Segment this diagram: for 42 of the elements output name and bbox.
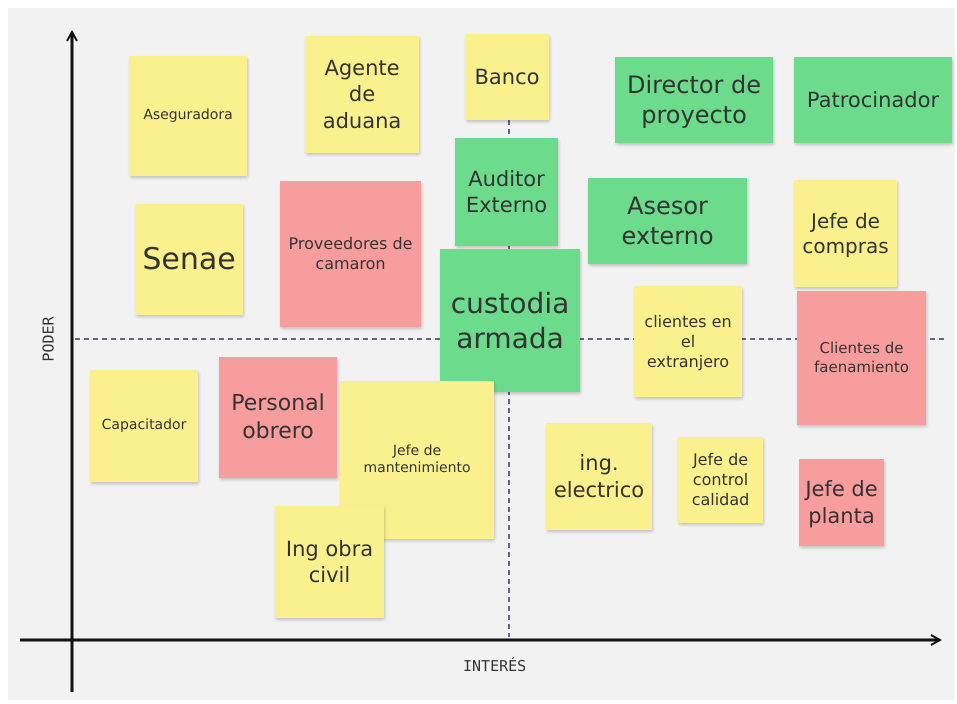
note-text: Capacitador <box>102 417 186 435</box>
note-text: Clientes de faenamiento <box>813 339 910 377</box>
note-text: Senae <box>142 240 236 278</box>
sticky-note <box>799 459 884 546</box>
sticky-note <box>340 381 494 539</box>
note-text: Personal obrero <box>230 390 326 445</box>
sticky-note <box>794 180 897 287</box>
sticky-note <box>794 57 952 143</box>
note-text: Jefe de control calidad <box>690 450 750 510</box>
sticky-note <box>615 57 773 143</box>
sticky-note <box>588 178 747 264</box>
sticky-note <box>634 286 742 397</box>
note-text: Director de proyecto <box>626 70 762 130</box>
sticky-note <box>465 34 549 120</box>
sticky-note <box>219 357 337 478</box>
sticky-note <box>440 249 580 392</box>
sticky-note <box>305 36 419 153</box>
note-text: Patrocinador <box>806 86 940 114</box>
note-text: Ing obra civil <box>284 536 374 588</box>
sticky-note <box>275 506 384 618</box>
note-text: Aseguradora <box>143 107 233 125</box>
note-text: Proveedores de camaron <box>288 234 414 274</box>
sticky-note <box>90 370 198 482</box>
note-text: Asesor externo <box>620 191 715 251</box>
sticky-note <box>129 56 247 176</box>
note-text: clientes en el extranjero <box>643 312 733 372</box>
sticky-note <box>546 423 652 530</box>
axis-label: PODER <box>40 316 58 362</box>
note-text: Jefe de compras <box>801 208 890 258</box>
note-text: Auditor Externo <box>464 166 548 218</box>
note-text: ing. electrico <box>552 450 646 503</box>
note-text: Jefe de planta <box>803 476 879 529</box>
sticky-note <box>678 437 763 523</box>
sticky-note <box>455 138 558 246</box>
sticky-note <box>280 181 421 327</box>
note-text: Banco <box>474 64 540 90</box>
note-text: custodia armada <box>450 286 570 356</box>
sticky-note <box>797 291 926 425</box>
note-text: Jefe de mantenimiento <box>362 442 472 478</box>
axis-label: INTERÉS <box>463 657 526 675</box>
sticky-note <box>135 204 243 315</box>
note-text: Agente de aduana <box>322 55 402 134</box>
